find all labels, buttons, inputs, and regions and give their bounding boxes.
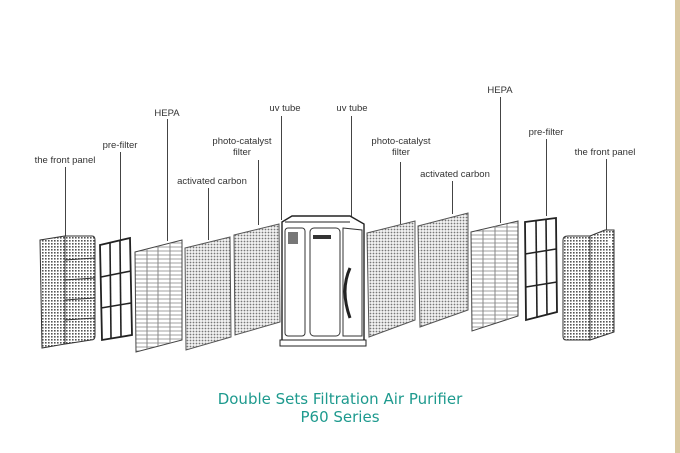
leader-right-pre-filter [546, 139, 547, 216]
label-left-uv-tube: uv tube [269, 103, 301, 114]
leader-left-photo-catalyst [258, 160, 259, 225]
right-edge-strip [675, 0, 680, 453]
right-activated-carbon-filter-icon [417, 212, 469, 328]
label-left-front-panel: the front panel [34, 155, 96, 166]
leader-right-front-panel [606, 159, 607, 231]
right-front-panel-icon [562, 229, 615, 341]
label-right-activated-carbon: activated carbon [420, 169, 490, 180]
label-right-pre-filter: pre-filter [528, 127, 564, 138]
leader-left-hepa [167, 119, 168, 241]
leader-right-photo-catalyst [400, 162, 401, 224]
leader-right-activated-carbon [452, 181, 453, 214]
leader-left-pre-filter [120, 152, 121, 240]
leader-left-uv-tube [281, 116, 282, 220]
left-activated-carbon-filter-icon [184, 236, 232, 351]
left-hepa-filter-icon [134, 239, 183, 353]
label-right-hepa: HEPA [487, 85, 513, 96]
label-right-front-panel: the front panel [574, 147, 636, 158]
leader-right-uv-tube [351, 116, 352, 220]
left-pre-filter-icon [99, 236, 133, 342]
right-hepa-filter-icon [470, 220, 519, 332]
label-left-pre-filter: pre-filter [102, 140, 138, 151]
label-left-photo-catalyst-line1: photo-catalyst [212, 136, 272, 147]
label-left-photo-catalyst-line2: filter [233, 147, 251, 158]
label-right-photo-catalyst-line1: photo-catalyst [371, 136, 431, 147]
right-pre-filter-icon [524, 216, 558, 322]
caption-series: P60 Series [300, 408, 380, 426]
left-photo-catalyst-filter-icon [233, 223, 281, 336]
leader-left-activated-carbon [208, 188, 209, 240]
leader-left-front-panel [65, 167, 66, 237]
leader-right-hepa [500, 97, 501, 223]
air-purifier-unit-icon [279, 215, 367, 347]
label-left-activated-carbon: activated carbon [177, 176, 247, 187]
right-photo-catalyst-filter-icon [366, 220, 416, 338]
label-right-photo-catalyst: photo-catalyst filter [371, 136, 430, 158]
caption-title: Double Sets Filtration Air Purifier [217, 390, 463, 408]
left-front-panel-icon [39, 235, 96, 349]
label-left-hepa: HEPA [154, 108, 180, 119]
label-right-uv-tube: uv tube [336, 103, 368, 114]
label-right-photo-catalyst-line2: filter [392, 147, 410, 158]
label-left-photo-catalyst: photo-catalyst filter [212, 136, 271, 158]
